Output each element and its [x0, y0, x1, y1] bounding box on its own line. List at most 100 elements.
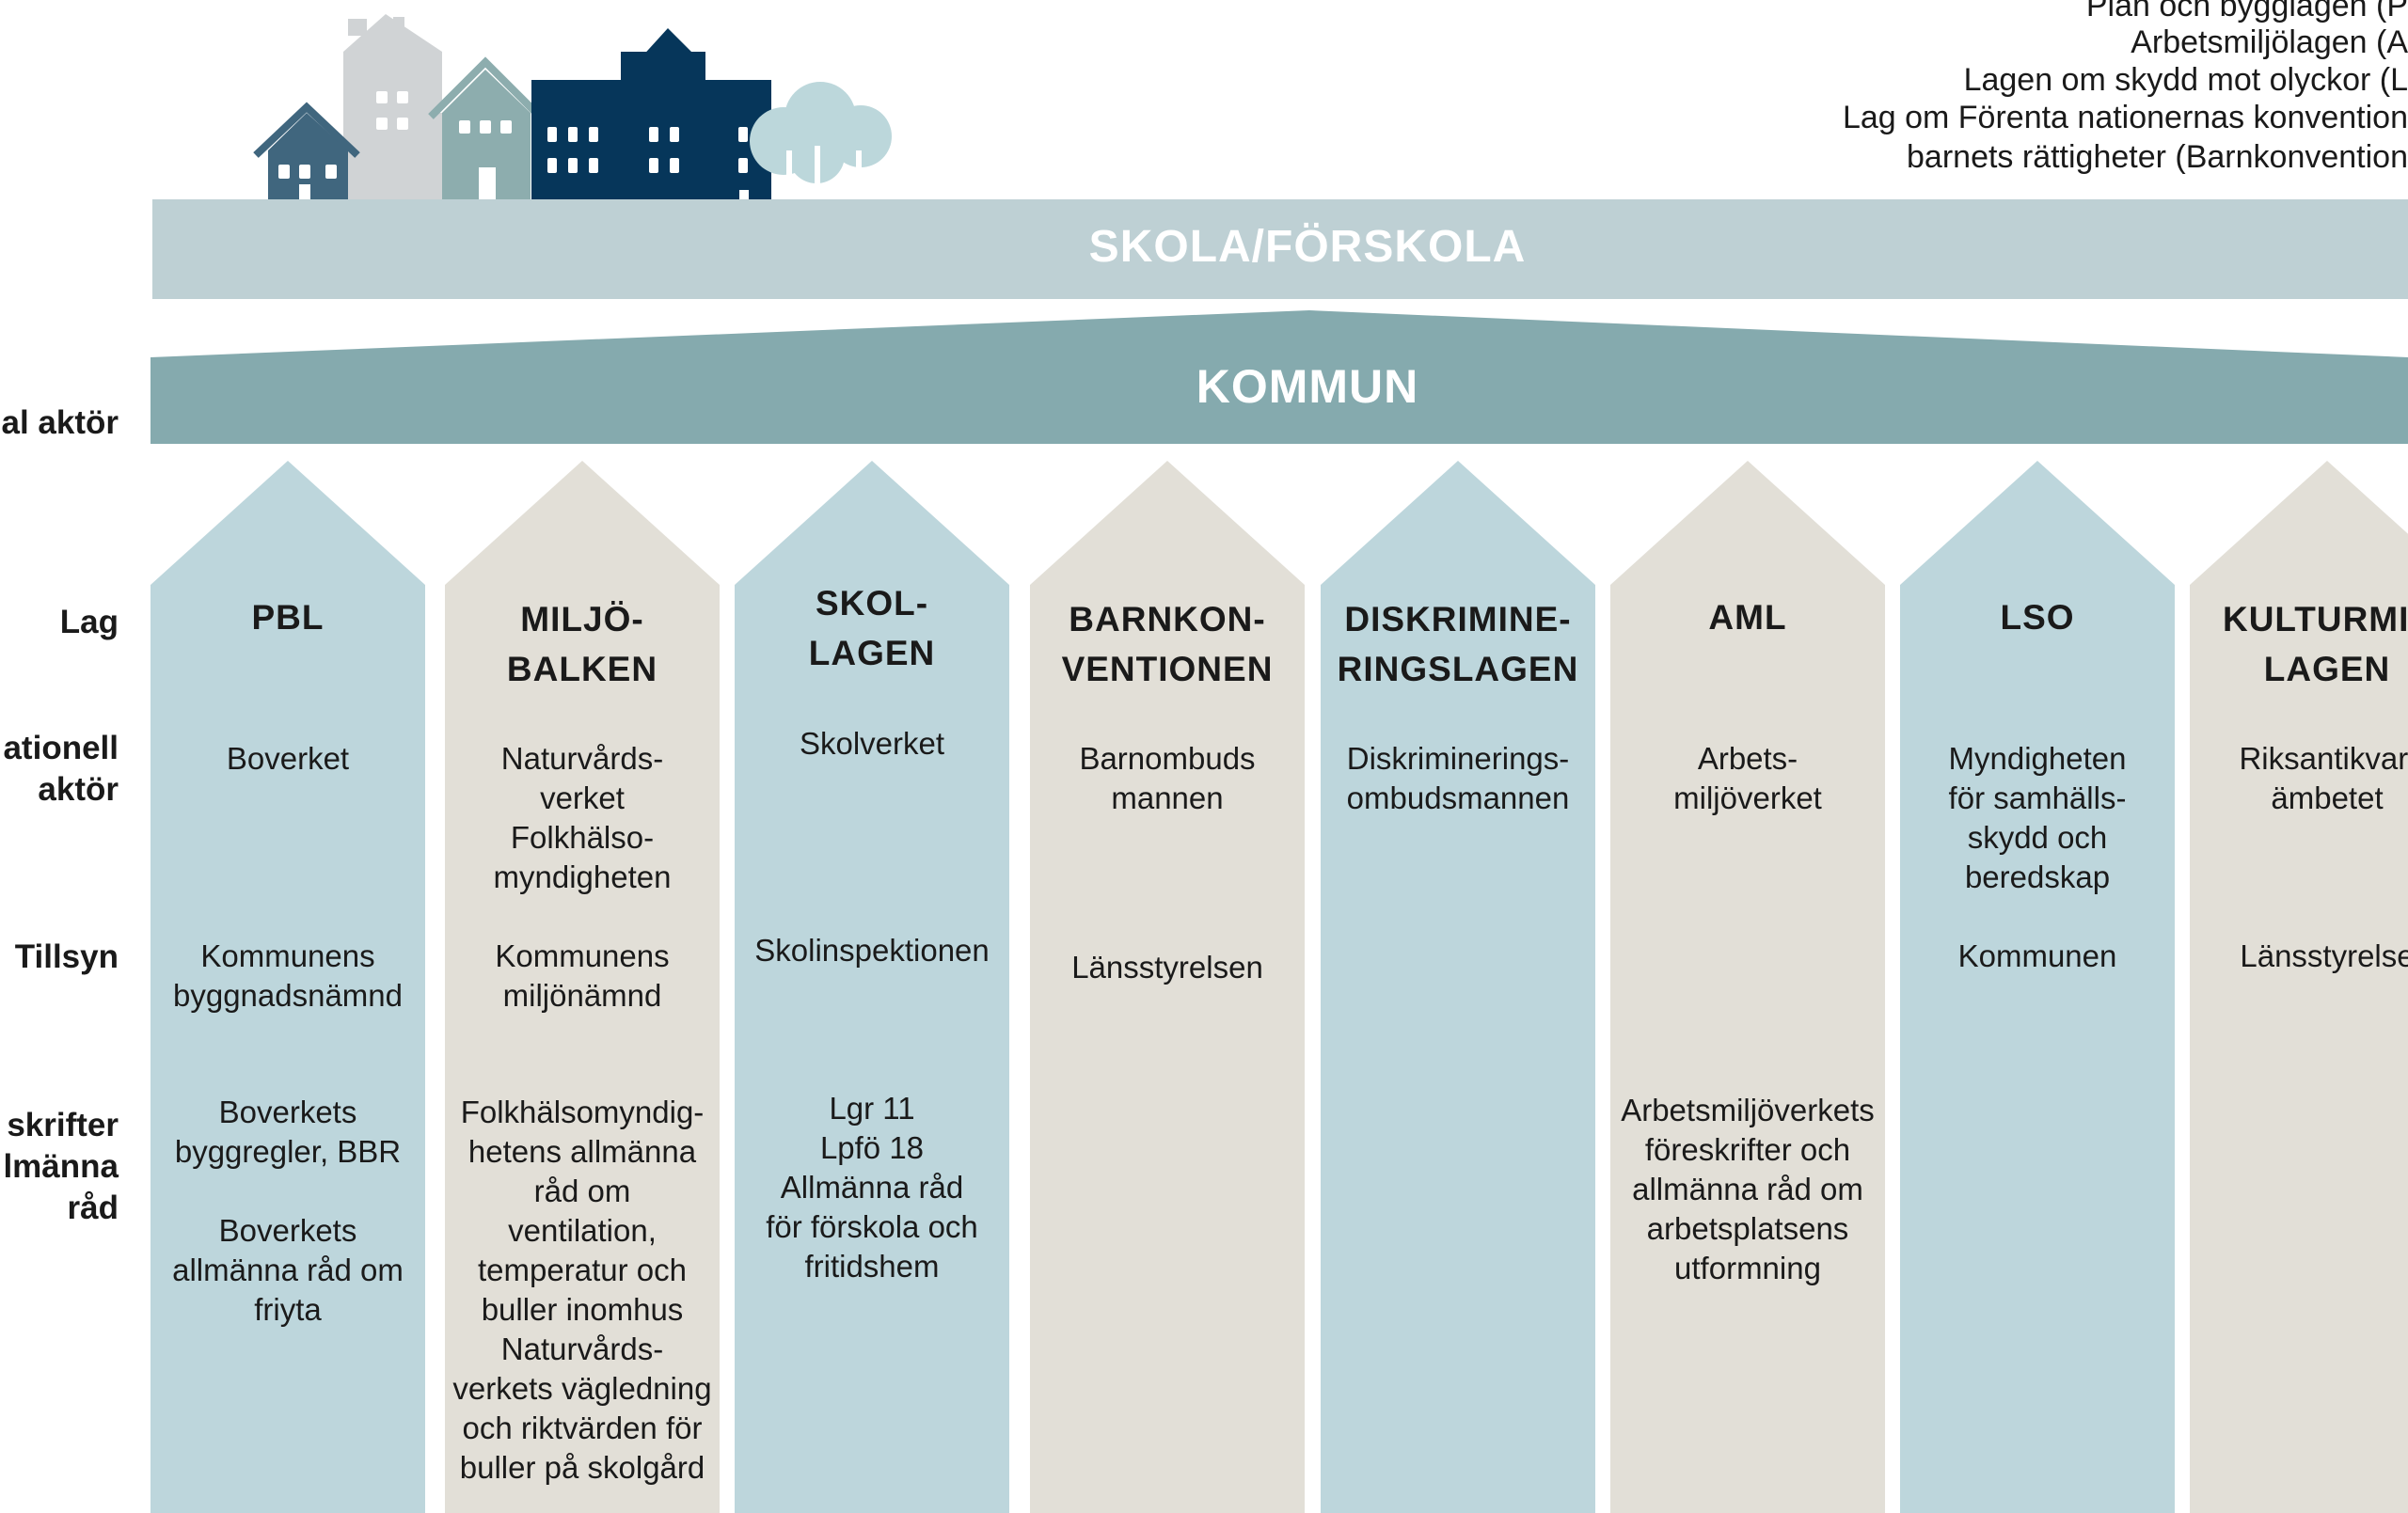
- pillar-law-line: RINGSLAGEN: [1337, 650, 1579, 688]
- row-label-regulations: skrifter lmänna råd: [3, 1105, 119, 1229]
- law-pillar: DISKRIMINE- RINGSLAGEN Diskriminerings-omb…: [1321, 461, 1595, 1513]
- school-building-icon: [531, 28, 771, 199]
- pillar-regulations-line: hetens allmänna: [467, 1134, 697, 1169]
- pillar-national-actor-line: miljöverket: [1673, 780, 1822, 815]
- pillar-law-line: LAGEN: [808, 634, 936, 672]
- pillar-supervision-line: Kommunens: [200, 938, 375, 973]
- pillar-regulations-line: Lgr 11: [829, 1091, 915, 1126]
- teal-house-icon: [428, 56, 543, 199]
- pillar-law-line: BARNKON-: [1069, 600, 1266, 638]
- pillar-national-actor-line: verket: [540, 780, 625, 815]
- pillar-arrow-shape: [1030, 461, 1305, 1513]
- pillar-regulations-line: Allmänna råd: [780, 1170, 964, 1205]
- pillar-regulations-line: Lpfö 18: [819, 1130, 925, 1165]
- pillar-regulations-line: Folkhälsomyndig-: [460, 1095, 705, 1129]
- pillar-national-actor-line: mannen: [1111, 780, 1224, 815]
- legend-line: Lag om Förenta nationernas konvention: [1842, 100, 2408, 135]
- row-label-line: råd: [67, 1190, 119, 1226]
- pillar-national-actor-line: Riksantikvari: [2239, 741, 2408, 776]
- row-label-law: Lag: [59, 604, 119, 640]
- pillar-law: SKOL- LAGEN: [735, 578, 1009, 678]
- pillar-regulations-line: buller inomhus: [481, 1292, 684, 1327]
- pillar-regulations-line: allmänna råd om: [1632, 1172, 1863, 1206]
- pillar-law: MILJÖ-BALKEN: [445, 594, 720, 694]
- pillar-national-actor-line: ombudsmannen: [1346, 780, 1570, 815]
- pillar-national-actor-line: ämbetet: [2271, 780, 2384, 815]
- pillar-regulations-line: fritidshem: [804, 1249, 940, 1284]
- pillar-national-actor-line: Myndigheten: [1948, 741, 2127, 776]
- pillar-law: LSO: [1900, 592, 2175, 642]
- row-label-supervision: Tillsyn: [14, 938, 119, 975]
- school-banner-label: SKOLA/FÖRSKOLA: [1088, 222, 1527, 272]
- pillar-supervision-line: byggnadsnämnd: [172, 978, 404, 1013]
- pillar-supervision-line: Kommunen: [1957, 938, 2117, 973]
- pillar-law-line: DISKRIMINE-: [1344, 600, 1572, 638]
- pillar-supervision: Kommunens byggnadsnämnd: [150, 937, 425, 1016]
- pillar-national-actor-line: Arbets-: [1697, 741, 1798, 776]
- law-pillar: KULTURMILLAGENRiksantikvariämbetetLänsst…: [2190, 461, 2408, 1513]
- pillar-national-actor: Arbets-miljöverket: [1610, 739, 1885, 818]
- pillar-national-actor-line: Folkhälso-: [510, 820, 655, 855]
- pillar-supervision-line: Länsstyrelsen: [1071, 950, 1263, 985]
- pillar-regulations-line: buller på skolgård: [459, 1450, 705, 1485]
- pillar-national-actor: Barnombuds mannen: [1030, 739, 1305, 818]
- pillar-law-line: PBL: [251, 598, 325, 637]
- pillar-regulations-line: Boverkets: [218, 1213, 357, 1248]
- pillar-law: BARNKON- VENTIONEN: [1030, 594, 1305, 694]
- pillar-supervision-line: Kommunens: [495, 938, 670, 973]
- pillar-national-actor: Diskriminerings-ombudsmannen: [1321, 739, 1595, 818]
- pillar-law-line: VENTIONEN: [1061, 650, 1274, 688]
- grey-house-icon: [343, 14, 442, 199]
- pillar-supervision: Kommunen: [1900, 937, 2175, 976]
- legend-line: barnets rättigheter (Barnkonvention: [1907, 139, 2408, 175]
- small-house-icon: [253, 102, 360, 199]
- row-label-local-actor: al aktör: [1, 404, 119, 441]
- pillar-national-actor-line: skydd och: [1967, 820, 2108, 855]
- row-label-line: aktör: [38, 771, 119, 808]
- pillar-regulations-line: arbetsplatsens: [1646, 1211, 1849, 1246]
- pillar-regulations-line: och riktvärden för: [462, 1411, 703, 1445]
- pillar-arrow-shape: [1321, 461, 1595, 1513]
- trees-icon: [750, 82, 892, 199]
- pillar-national-actor-line: Diskriminerings-: [1346, 741, 1570, 776]
- pillar-law-line: SKOL-: [815, 584, 929, 623]
- pillar-regulations-line: allmänna råd om: [172, 1253, 404, 1287]
- municipality-banner: [150, 310, 2408, 444]
- row-label-line: ationell: [3, 730, 119, 766]
- pillar-regulations-line: råd om: [533, 1174, 631, 1208]
- legend-line: Plan och bygglagen (P: [2085, 0, 2408, 24]
- pillar-arrow-shape: [445, 461, 720, 1513]
- school-banner: [152, 199, 2408, 299]
- legend-line: Lagen om skydd mot olyckor (L: [1963, 62, 2408, 98]
- legend-line: Arbetsmiljölagen (A: [2131, 24, 2408, 60]
- pillar-arrow-shape: [150, 461, 425, 1513]
- pillar-supervision: Länsstyrelse: [2190, 937, 2408, 976]
- pillar-regulations-line: ventilation,: [508, 1213, 657, 1248]
- town-skyline-illustration: [253, 14, 892, 199]
- pillar-regulations-line: [150, 1172, 425, 1211]
- pillar-regulations-line: Naturvårds-: [500, 1332, 664, 1366]
- pillar-national-actor: Riksantikvari ämbetet: [2190, 739, 2408, 818]
- pillar-regulations-line: Boverkets: [218, 1095, 357, 1129]
- pillar-supervision-line: Skolinspektionen: [754, 933, 990, 968]
- pillar-regulations-line: föreskrifter och: [1644, 1132, 1851, 1167]
- pillar-law-line: MILJÖ-: [520, 600, 644, 638]
- pillar-national-actor-line: Barnombuds: [1079, 741, 1256, 776]
- pillar-national-actor-line: beredskap: [1964, 859, 2111, 894]
- pillar-regulations: Folkhälsomyndig-hetens allmänna råd om ven…: [445, 1093, 720, 1488]
- pillar-law-line: LSO: [2000, 598, 2075, 637]
- pillar-regulations-line: temperatur och: [478, 1253, 687, 1287]
